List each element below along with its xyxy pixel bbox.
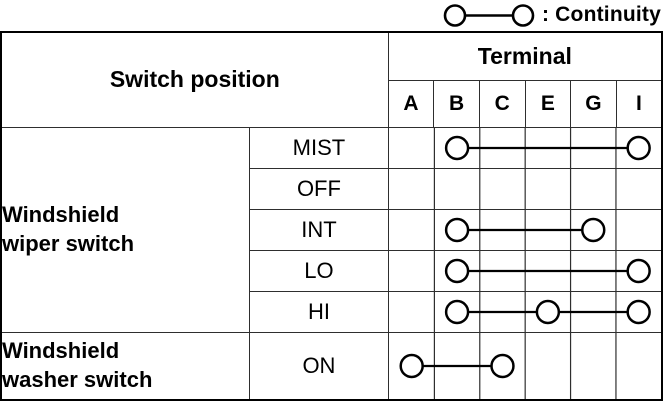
continuity-table: Switch position Terminal A B C E G I Win…	[0, 31, 663, 401]
continuity-cells	[387, 208, 663, 251]
switch-position-label: LO	[249, 249, 389, 292]
switch-position-label: OFF	[249, 167, 389, 210]
terminal-column-c: C	[478, 79, 526, 128]
switch-position-label: INT	[249, 208, 389, 251]
continuity-cells	[387, 290, 663, 333]
terminal-column-g: G	[570, 79, 617, 128]
terminal-header: Terminal	[387, 31, 663, 81]
terminal-column-e: E	[524, 79, 572, 128]
terminal-column-i: I	[615, 79, 663, 128]
switch-position-header: Switch position	[0, 31, 389, 128]
switch-position-label: MIST	[249, 126, 389, 169]
continuity-row-graphic	[399, 332, 617, 399]
continuity-cells	[387, 126, 663, 169]
table-row: HI	[1, 290, 663, 333]
continuity-cells	[387, 331, 663, 400]
continuity-row-graphic	[433, 250, 651, 291]
switch-group-name: Windshield wiper switch	[0, 126, 251, 333]
table-row: OFF	[1, 167, 663, 210]
terminal-column-a: A	[387, 79, 435, 128]
continuity-cells	[387, 249, 663, 292]
continuity-symbol-icon	[443, 2, 535, 29]
switch-position-label: HI	[249, 290, 389, 333]
table-header-row-1: Switch position Terminal	[0, 31, 663, 128]
table-row: LO	[1, 249, 663, 292]
switch-group-name: Windshield washer switch	[0, 331, 251, 400]
terminal-column-b: B	[433, 79, 480, 128]
continuity-row-graphic	[433, 168, 617, 209]
continuity-cells	[387, 167, 663, 210]
table-row: INT	[1, 208, 663, 251]
switch-position-label: ON	[249, 331, 389, 400]
continuity-row-graphic	[433, 291, 651, 332]
continuity-row-graphic	[433, 209, 617, 250]
continuity-legend: : Continuity	[443, 1, 661, 29]
continuity-row-graphic	[433, 127, 651, 168]
continuity-legend-label: : Continuity	[541, 3, 661, 26]
